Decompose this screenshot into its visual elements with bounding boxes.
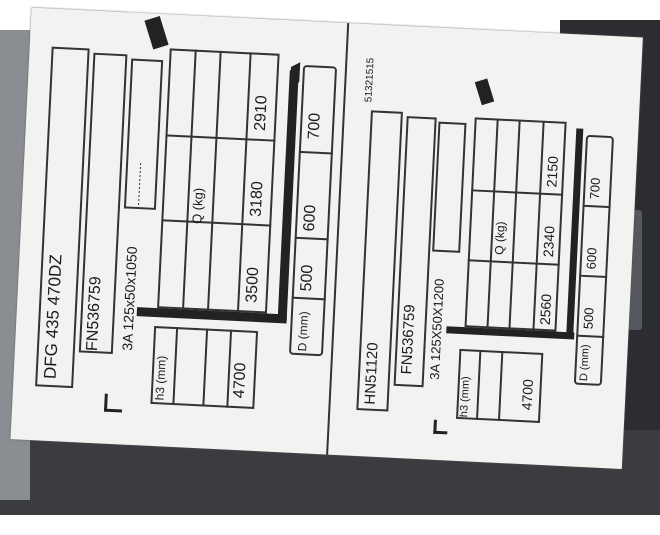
left-d-value-2: 600 (301, 204, 320, 232)
right-d-value-2: 600 (583, 247, 600, 270)
left-fork-symbol (136, 63, 299, 323)
right-attachment-box (432, 121, 467, 253)
right-q-label: Q (kg) (492, 221, 508, 256)
left-fork-tip (290, 62, 301, 87)
left-h3-value: 4700 (230, 362, 250, 399)
right-d-label: D (mm) (578, 344, 592, 382)
left-serial-text: FN536759 (83, 275, 105, 352)
right-serial-text: FN536759 (398, 303, 419, 375)
right-q-value-2: 2340 (540, 225, 558, 258)
left-d-label: D (mm) (295, 310, 312, 352)
left-corner-mark (103, 393, 123, 413)
right-model-text: HN51120 (361, 342, 382, 406)
left-code: 51321515 (363, 57, 377, 103)
right-q-value-3: 2150 (543, 155, 561, 188)
left-d-value-1: 500 (298, 264, 317, 292)
right-d-value-1: 500 (580, 307, 597, 330)
left-h3-label: h3 (mm) (152, 355, 169, 401)
left-pictogram (144, 16, 169, 50)
right-h3-value: 4700 (518, 378, 537, 411)
right-attachment-text: 3A 125X50X1200 (426, 278, 447, 381)
capacity-plate: DFG 435 470DZ FN536759 3A 125x50x1050 h3… (10, 7, 643, 469)
left-d-value-3: 700 (305, 112, 324, 140)
right-corner-mark (433, 419, 448, 435)
right-h3-label: h3 (mm) (458, 376, 473, 418)
right-pictogram (474, 78, 495, 106)
right-q-value-1: 2560 (536, 293, 555, 326)
right-d-value-3: 700 (586, 177, 603, 200)
